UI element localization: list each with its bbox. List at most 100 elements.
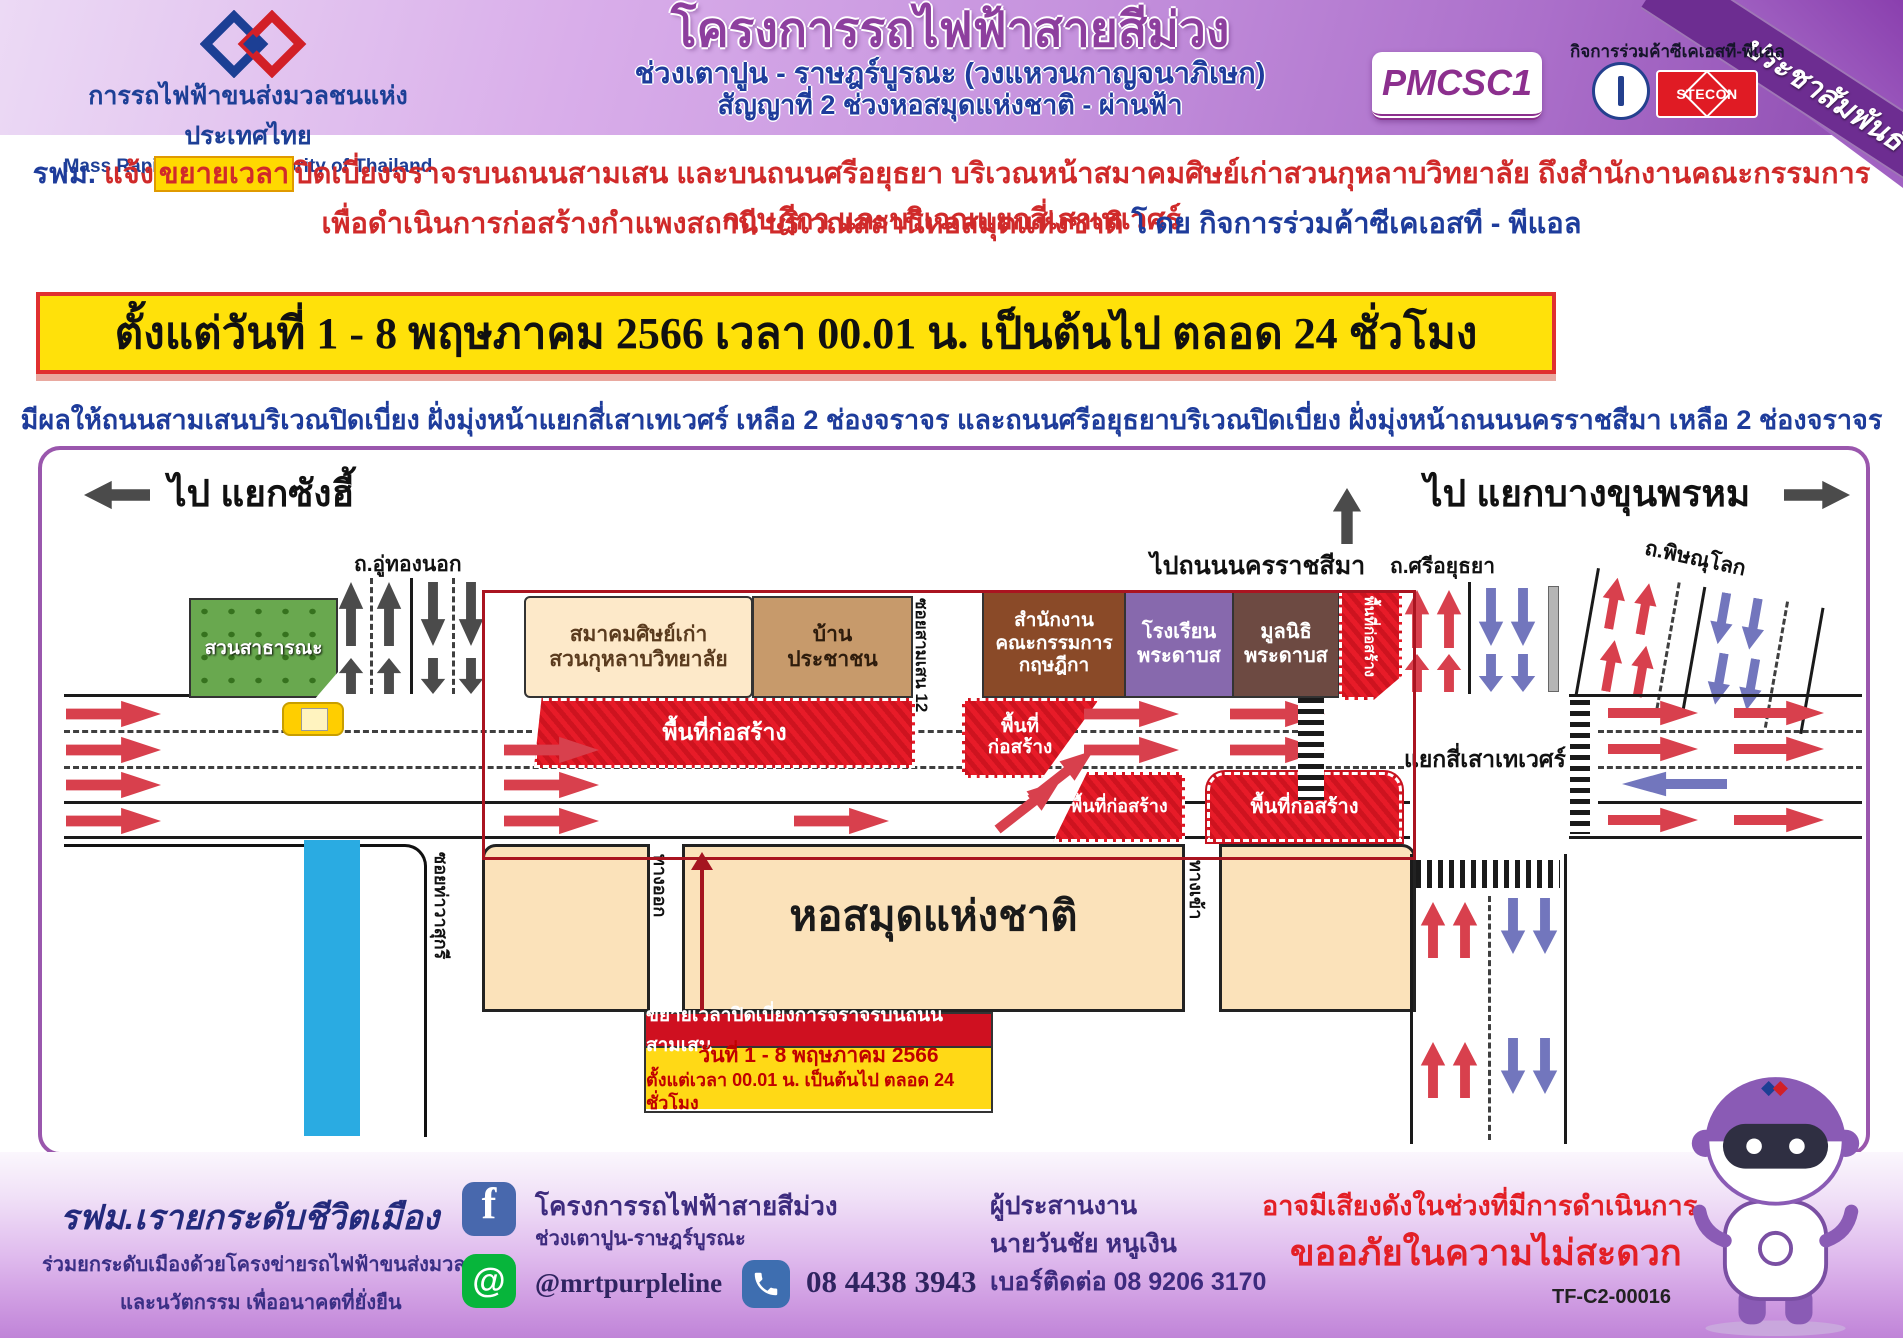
lane-line [64,801,1410,804]
traffic-flow-arrow-icon [1532,1038,1558,1094]
agency-name-th: การรถไฟฟ้าขนส่งมวลชนแห่งประเทศไทย [88,82,408,150]
stecon-label: STECON [1676,86,1738,102]
pmcsc-label: PMCSC1 [1381,62,1533,103]
traffic-flow-arrow-icon [1622,771,1727,797]
building-label: สมาคมศิษย์เก่า [569,622,708,646]
road-phitsanulok-label: ถ.พิษณุโลก [1642,536,1748,581]
traffic-flow-arrow-icon [1510,654,1536,692]
closure-zone-outline [482,590,1416,860]
building-label: กฤษฎีกา [1018,655,1090,677]
notice-org: รฟม. [32,158,96,190]
building-label: โรงเรียน [1141,621,1217,643]
traffic-flow-arrow-icon [1608,807,1698,833]
traffic-flow-arrow-icon [1628,581,1661,636]
library-building: หอสมุดแห่งชาติ [682,844,1185,1012]
footer-band: รฟม.เรายกระดับชีวิตเมือง ร่วมยกระดับเมือ… [0,1152,1903,1338]
intersection-label: แยกสี่เสาเทเวศร์ [1404,746,1566,772]
road-edge [1574,568,1600,695]
traffic-flow-arrow-icon [66,807,161,835]
traffic-flow-arrow-icon [420,582,446,646]
road-edge [64,694,189,697]
traffic-flow-arrow-icon [1594,638,1627,693]
traffic-flow-arrow-icon [338,658,364,694]
date-banner: ตั้งแต่วันที่ 1 - 8 พฤษภาคม 2566 เวลา 00… [36,292,1556,374]
notice-contractor: โ ดย กิจการร่วมค้าซีเคเอสที - พีแอล [1131,208,1582,240]
coordinator-name: นายวันชัย หนูเงิน [990,1230,1177,1258]
traffic-flow-arrow-icon [66,736,161,764]
road-edge [1569,694,1862,697]
lane-line [909,730,962,733]
east-direction-arrow-icon [1784,480,1850,510]
traffic-flow-arrow-icon [338,582,364,646]
contract-line: สัญญาที่ 2 ช่วงหอสมุดแห่งชาติ - ผ่านฟ้า [717,90,1183,121]
construction-area [1339,590,1402,700]
mrta-logo-icon [200,10,307,78]
title-block: โครงการรถไฟฟ้าสายสีม่วง ช่วงเตาปูน - ราษ… [570,4,1330,120]
pointer-line [700,868,704,1014]
traffic-flow-arrow-icon [1608,736,1698,762]
jv-seal-icon [1592,62,1650,120]
sign-title: ขยายเวลาปิดเบี่ยงการจราจรบนถนนสามเสน [646,1005,991,1056]
library-building [1219,844,1416,1012]
road-edge [64,836,1410,839]
traffic-flow-arrow-icon [66,700,161,728]
noise-warning-1: อาจมีเสียงดังในช่วงที่มีการดำเนินการ [1262,1191,1698,1221]
footer-tagline-1: ร่วมยกระดับเมืองด้วยโครงข่ายรถไฟฟ้าขนส่ง… [42,1254,493,1276]
traffic-flow-arrow-icon [1452,1042,1478,1098]
building-krisdika-office: สำนักงาน คณะกรรมการ กฤษฎีกา [982,590,1126,698]
effect-line: มีผลให้ถนนสามเสนบริเวณปิดเบี่ยง ฝั่งมุ่ง… [20,405,1883,435]
traffic-flow-arrow-icon [1597,576,1630,631]
road-edge [1410,854,1413,1144]
traffic-flow-arrow-icon [376,658,402,694]
coordinator-phone: เบอร์ติดต่อ 08 9206 3170 [990,1268,1267,1296]
dir-left-label: ไป แยกซังฮี้ [168,473,355,514]
road-uthong-label: ถ.อู่ทองนอก [354,553,462,576]
traffic-map: ไป แยกซังฮี้ ไป แยกบางขุนพรหม ถ.อู่ทองนอ… [38,446,1870,1156]
notice-rest: ปิดเบี่ยงจราจรบนถนนสามเสน และบนถนนศรีอยุ… [294,158,1871,236]
public-park: สวนสาธารณะ [189,598,338,698]
sign-box: ขยายเวลาปิดเบี่ยงการจราจรบนถนนสามเสน วัน… [644,1005,993,1113]
traffic-flow-arrow-icon [1510,588,1536,646]
traffic-flow-arrow-icon [1500,898,1526,954]
traffic-flow-arrow-icon [66,771,161,799]
sign-dates: วันที่ 1 - 8 พฤษภาคม 2566 [698,1043,939,1067]
building-label: พระดาบส [1244,645,1328,667]
traffic-flow-arrow-icon [1737,596,1770,651]
notice-line-2: เพื่อดำเนินการก่อสร้างกำแพงสถานี บริเวณส… [0,200,1903,246]
north-arrow-icon [1332,488,1362,544]
lane-line [1468,582,1471,694]
construction-area: พื้นที่ก่อสร้าง [534,698,915,768]
traffic-flow-arrow-icon [1625,644,1658,699]
lane-line [1598,730,1862,733]
construction-area-label: พื้นที่ก่อสร้าง [662,719,787,746]
building-label: พระดาบส [1137,645,1221,667]
lane-line [370,578,373,694]
traffic-flow-arrow-icon [1532,898,1558,954]
line-app-icon [462,1254,516,1308]
sign-body: วันที่ 1 - 8 พฤษภาคม 2566 ตั้งแต่เวลา 00… [646,1043,991,1113]
exit-label: ทางออก [650,854,670,918]
notice-line-1: รฟม. แจ้งขยายเวลาปิดเบี่ยงจราจรบนถนนสามเ… [0,150,1903,242]
to-nakhon-ratchasima-label: ไปถนนนครราชสีมา [1150,552,1366,580]
mrta-mascot-icon [1668,1046,1883,1338]
pmcsc-logo: PMCSC1 [1372,52,1542,120]
construction-area-label: พื้นที่ก่อสร้าง [1361,596,1378,678]
traffic-flow-arrow-icon [1706,591,1739,646]
coordinator-title: ผู้ประสานงาน [990,1192,1138,1220]
traffic-flow-arrow-icon [1478,654,1504,692]
project-title: โครงการรถไฟฟ้าสายสีม่วง [670,4,1230,57]
traffic-flow-arrow-icon [1734,807,1824,833]
stecon-logo: STECON [1656,69,1758,119]
traffic-flow-arrow-icon [1436,654,1462,692]
joint-venture-name: กิจการร่วมค้าซีเคเอสที-พีแอล [1570,42,1785,61]
lane-line [1598,766,1862,769]
building-label: คณะกรรมการ [995,632,1113,654]
road-edge [1569,836,1862,839]
road-si-ayutthaya-label: ถ.ศรีอยุธยา [1390,555,1495,578]
traffic-flow-arrow-icon [1734,736,1824,762]
building-residences: บ้าน ประชาชน [752,596,913,698]
canal [304,840,360,1136]
phone-icon [742,1260,790,1308]
building-label: สวนกุหลาบวิทยาลัย [549,648,728,671]
